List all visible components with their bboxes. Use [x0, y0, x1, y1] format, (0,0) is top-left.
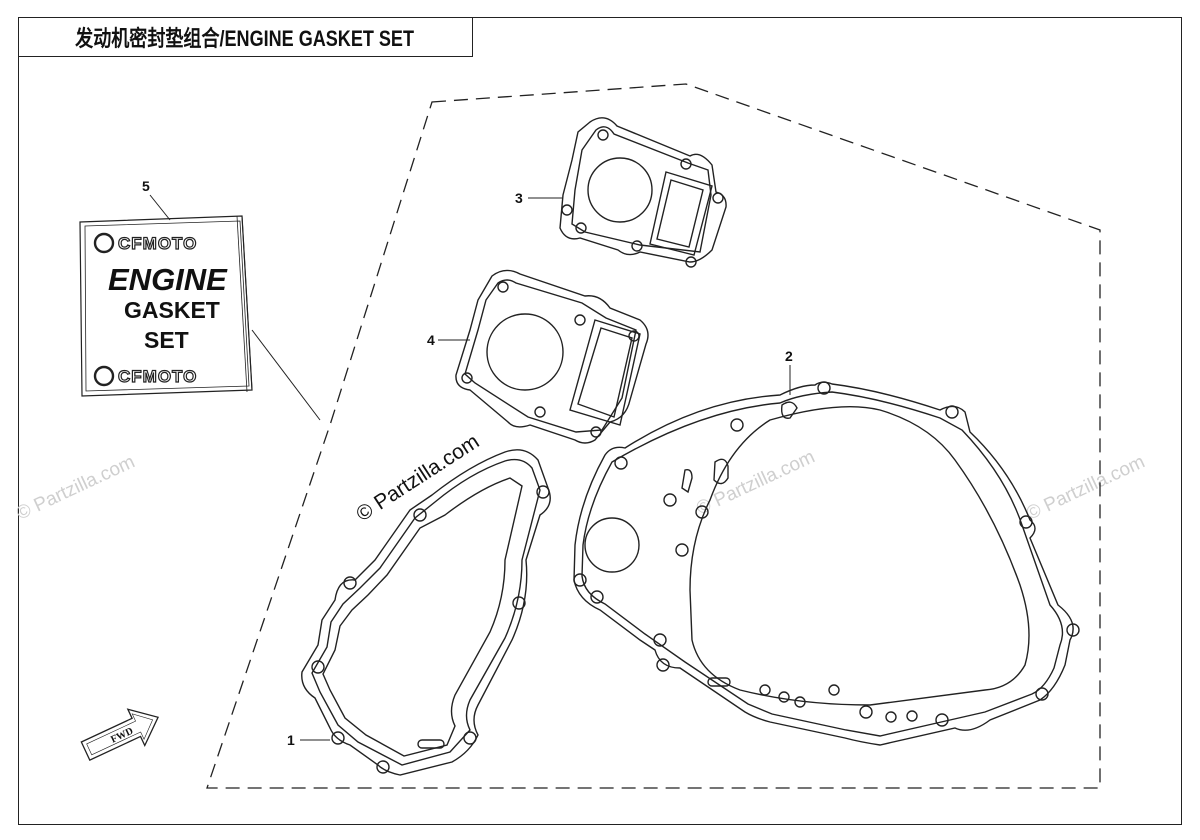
callout-4: 4	[427, 332, 435, 348]
kit-boundary-outline	[206, 83, 1101, 789]
card-line-set: SET	[144, 327, 189, 353]
gasket-1	[301, 449, 551, 776]
callout-5-leader	[149, 194, 171, 221]
diagram-title: 发动机密封垫组合/ENGINE GASKET SET	[75, 25, 415, 51]
diagram-title-box: 发动机密封垫组合/ENGINE GASKET SET	[18, 17, 473, 57]
cfmoto-logo-icon	[93, 365, 115, 387]
card-line-engine: ENGINE	[108, 262, 228, 297]
watermark-right: © Partzilla.com	[1023, 451, 1148, 524]
card-line-gasket: GASKET	[124, 297, 220, 323]
package-card: CFMOTO ENGINE GASKET SET CFMOTO	[79, 215, 253, 397]
callout-2: 2	[785, 348, 793, 364]
card-leader-line	[251, 329, 321, 421]
gasket-3	[559, 117, 727, 268]
card-brand-top: CFMOTO	[118, 234, 197, 253]
callout-1: 1	[287, 732, 295, 748]
watermark-left: © Partzilla.com	[13, 451, 138, 524]
gasket-4	[455, 269, 649, 444]
callout-5: 5	[142, 178, 150, 194]
diagram-frame	[18, 17, 1182, 825]
gasket-2	[573, 381, 1080, 746]
callouts: 1 2 3 4 5	[142, 178, 793, 748]
watermark-main: © Partzilla.com	[352, 430, 483, 526]
cfmoto-logo-icon	[93, 232, 115, 254]
callout-3: 3	[515, 190, 523, 206]
forward-arrow-icon: FWD	[80, 708, 159, 761]
watermark-center: © Partzilla.com	[693, 446, 818, 519]
card-brand-bottom: CFMOTO	[118, 367, 197, 386]
